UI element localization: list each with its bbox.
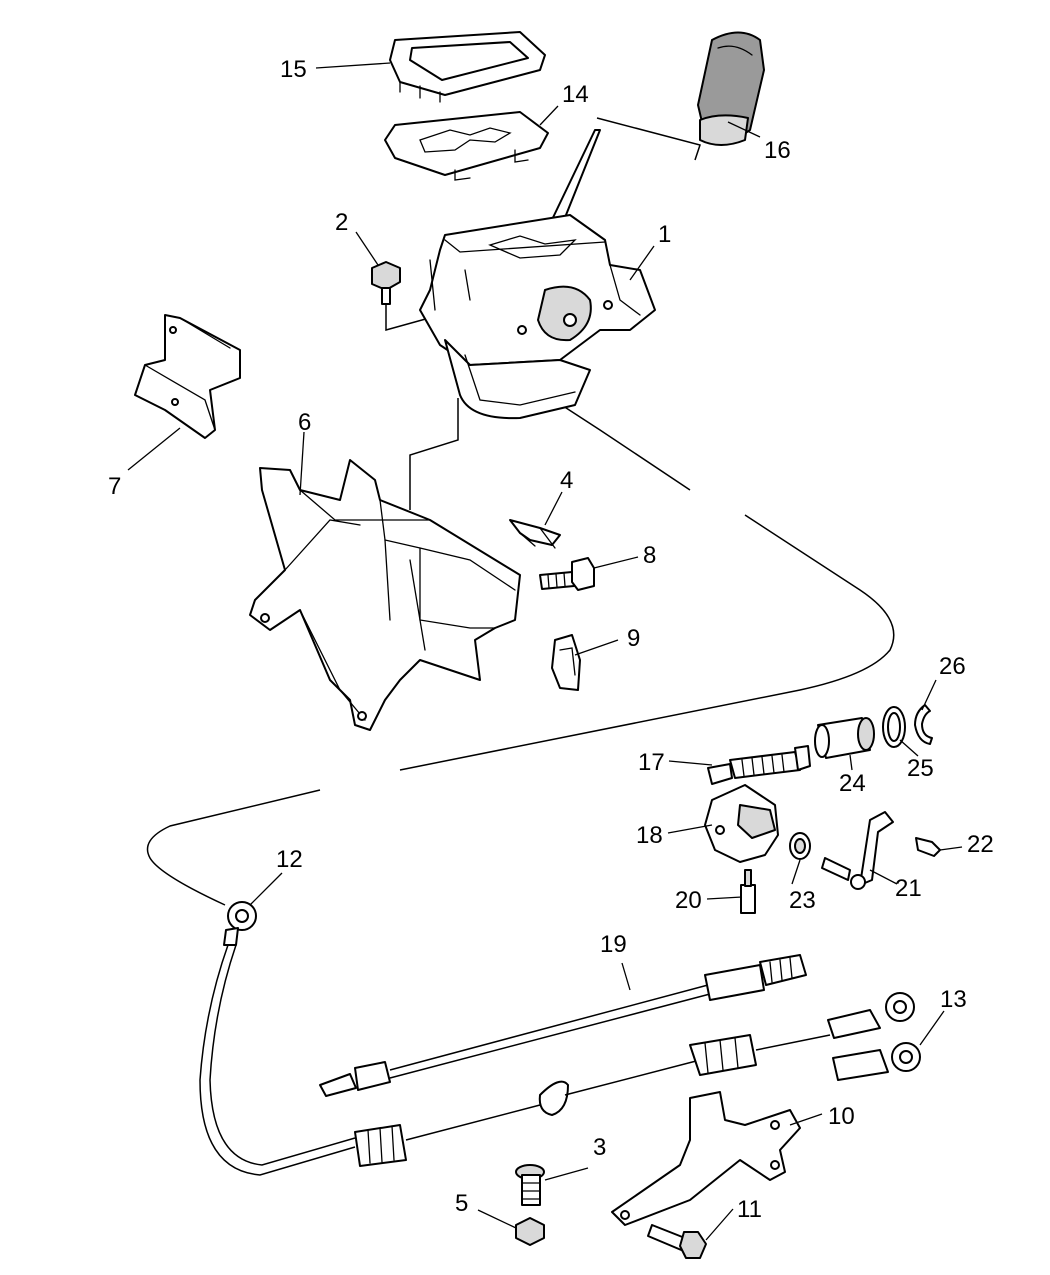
- callout-11: 11: [737, 1196, 762, 1223]
- callout-15: 15: [280, 56, 307, 83]
- part-13-cable-end-fitting: [832, 1042, 921, 1081]
- leader-lines: [127, 62, 963, 1241]
- part-22-screw: [915, 837, 941, 857]
- cable-routing-line: [146, 117, 895, 906]
- callout-10: 10: [828, 1103, 855, 1130]
- callout-8: 8: [643, 542, 656, 569]
- callout-1: 1: [658, 221, 671, 248]
- part-1-shifter-assembly: [419, 129, 656, 420]
- callout-17: 17: [638, 749, 665, 776]
- part-9-speed-nut: [551, 634, 581, 691]
- callout-23: 23: [789, 887, 816, 914]
- callout-24: 24: [839, 770, 866, 797]
- part-3-screw: [515, 1164, 545, 1206]
- part-24-bushing: [814, 717, 875, 759]
- part-19-cable: [319, 954, 807, 1097]
- part-4-clip: [509, 519, 561, 549]
- part-6-mounting-frame: [249, 459, 521, 731]
- part-21-lever: [821, 811, 894, 890]
- part-26-clip: [914, 704, 933, 745]
- callout-18: 18: [636, 822, 663, 849]
- part-7-bracket: [134, 314, 241, 439]
- callout-2: 2: [335, 209, 348, 236]
- part-20-pin: [740, 869, 756, 914]
- callout-6: 6: [298, 409, 311, 436]
- callout-9: 9: [627, 625, 640, 652]
- part-8-bolt: [539, 557, 595, 591]
- callout-25: 25: [907, 755, 934, 782]
- callout-16: 16: [764, 137, 791, 164]
- callout-4: 4: [560, 467, 573, 494]
- callout-20: 20: [675, 887, 702, 914]
- callout-3: 3: [593, 1134, 606, 1161]
- callout-5: 5: [455, 1190, 468, 1217]
- part-16-shift-knob: [696, 31, 766, 146]
- part-5-nut: [515, 1217, 545, 1246]
- part-14-shift-plate: [384, 111, 549, 181]
- part-10-bracket-plate: [611, 1091, 801, 1226]
- callout-labels: 1 2 3 4 5 6 7 8 9 10 11 12 13 14 15 16 1…: [108, 56, 994, 1223]
- callout-26: 26: [939, 653, 966, 680]
- callout-7: 7: [108, 473, 121, 500]
- callout-14: 14: [562, 81, 589, 108]
- part-11-bolt: [647, 1224, 707, 1259]
- callout-13: 13: [940, 986, 967, 1013]
- part-2-bolt: [371, 261, 401, 305]
- part-15-bezel-frame: [389, 31, 546, 103]
- callout-21: 21: [895, 875, 922, 902]
- part-17-cable-end: [707, 745, 811, 785]
- callout-22: 22: [967, 831, 994, 858]
- part-23-washer: [789, 832, 811, 860]
- part-12-shift-cable: [199, 901, 915, 1176]
- callout-12: 12: [276, 846, 303, 873]
- callout-19: 19: [600, 931, 627, 958]
- part-25-ring: [882, 706, 906, 748]
- part-18-housing: [704, 784, 779, 863]
